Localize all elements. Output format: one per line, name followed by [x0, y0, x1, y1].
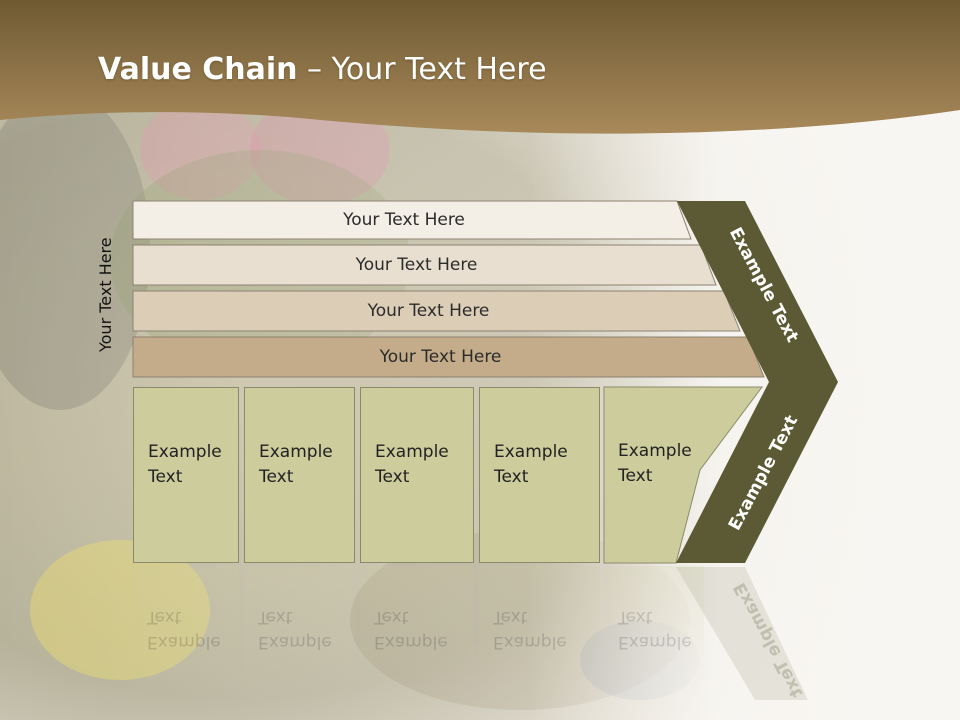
bar-4: Your Text Here — [133, 338, 764, 376]
reflection-1: Example Text — [133, 566, 239, 706]
bar-1: Your Text Here — [133, 201, 691, 239]
bar-3: Your Text Here — [133, 292, 740, 330]
activity-box-2: Example Text — [244, 387, 355, 563]
activity-box-3: Example Text — [360, 387, 474, 563]
activity-box-1: Example Text — [133, 387, 239, 563]
reflection-5: Example Text — [604, 566, 704, 706]
activity-box-4: Example Text — [479, 387, 600, 563]
reflection-2-line2: Text — [258, 607, 293, 627]
activity-box-5-line1: Example — [618, 441, 692, 461]
activity-box-4-line1: Example — [494, 442, 568, 462]
slide-title: Value Chain – Your Text Here — [98, 52, 547, 87]
activity-box-5-line2: Text — [618, 466, 653, 486]
activity-box-3-line1: Example — [375, 442, 449, 462]
reflection-4-line2: Text — [493, 607, 528, 627]
reflection-5-line1: Example — [618, 632, 692, 652]
reflection-3-line2: Text — [374, 607, 409, 627]
reflection-2-line1: Example — [258, 632, 332, 652]
bar-2-label: Your Text Here — [355, 255, 478, 275]
activity-box-3-line2: Text — [375, 467, 410, 487]
title-rest: – Your Text Here — [297, 52, 547, 87]
reflection-1-line1: Example — [147, 632, 221, 652]
activity-box-2-line2: Text — [259, 467, 294, 487]
reflection-4-line1: Example — [493, 632, 567, 652]
bar-1-label: Your Text Here — [343, 210, 465, 230]
reflection-1-line2: Text — [147, 607, 182, 627]
activity-box-1-line1: Example — [148, 442, 222, 462]
activity-box-4-line2: Text — [494, 467, 529, 487]
bar-4-label: Your Text Here — [379, 347, 502, 367]
reflection-3-line1: Example — [374, 632, 448, 652]
activity-box-1-line2: Text — [148, 467, 183, 487]
reflection-4: Example Text — [479, 566, 600, 706]
bar-2: Your Text Here — [133, 246, 716, 284]
side-label: Your Text Here — [96, 237, 115, 352]
activity-box-2-line1: Example — [259, 442, 333, 462]
title-bold: Value Chain — [98, 52, 298, 87]
reflection-3: Example Text — [360, 566, 474, 706]
activity-box-5: Example Text — [604, 387, 704, 563]
bar-3-label: Your Text Here — [367, 301, 490, 321]
reflection-5-line2: Text — [618, 607, 653, 627]
reflection-2: Example Text — [244, 566, 355, 706]
